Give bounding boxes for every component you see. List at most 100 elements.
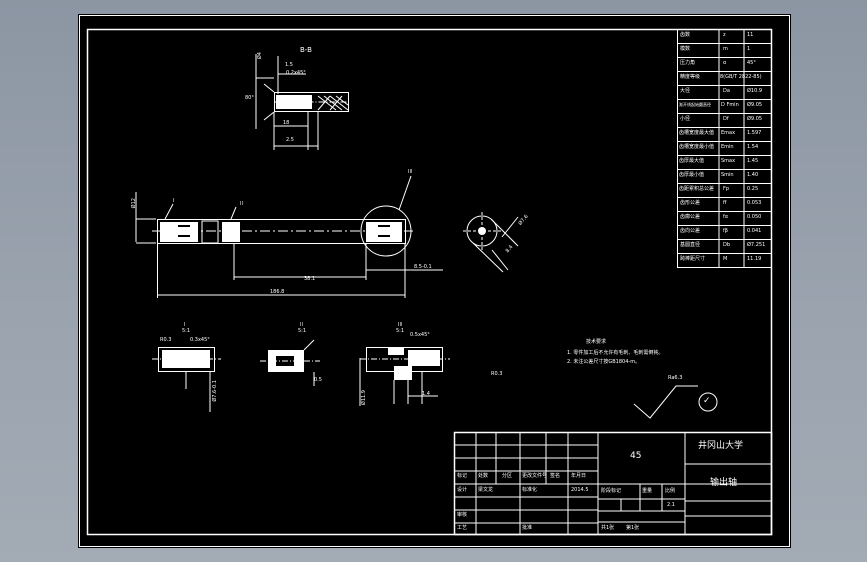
dim-bb-side: 80° [245, 95, 254, 101]
dim-detail-i-chamfer: 0.3x45° [190, 337, 210, 343]
spec-cell: 0.050 [747, 214, 762, 220]
spec-cell: 0.053 [747, 200, 762, 206]
dim-detail-iii-chamfer: 0.5x45° [410, 332, 430, 338]
tb-hdr-sign: 标记 [457, 473, 468, 479]
spec-cell: 齿向公差 [680, 228, 701, 234]
tb-weight: 重量 [642, 488, 653, 494]
spec-cell: Da [723, 88, 730, 94]
spec-cell: 精度等级 [680, 74, 701, 80]
spec-cell: Emax [721, 130, 736, 136]
tb-scale: 比例 [665, 488, 676, 494]
tb-review: 审核 [457, 512, 468, 518]
spec-cell: 1 [747, 46, 751, 52]
spec-cell: 0.041 [747, 228, 762, 234]
tb-hdr-date: 年月日 [571, 473, 587, 479]
spec-cell: M [723, 256, 728, 262]
spec-cell: 基圆直径 [680, 242, 701, 248]
spec-cell: Smax [721, 158, 736, 164]
tb-hdr-doc: 更改文件号 [522, 473, 548, 479]
spec-cell: 1.597 [747, 130, 762, 136]
spec-cell: 压力角 [680, 60, 696, 66]
spec-cell: Smin [721, 172, 734, 178]
detail-iii-label: III [398, 322, 403, 328]
spec-cell: Df [723, 116, 729, 122]
detail-i-scale: 5:1 [182, 328, 191, 334]
spec-cell: 齿距累积总公差 [679, 186, 715, 192]
tb-standard: 标准化 [522, 487, 538, 493]
spec-cell: 齿厚最大值 [679, 158, 705, 164]
notes-line-2: 2. 未注公差尺寸按GB1804-m。 [567, 359, 641, 365]
tb-design-sig: 梁文龙 [478, 487, 494, 493]
notes-title: 技术要求 [586, 339, 607, 345]
spec-cell: 11 [747, 32, 754, 38]
spec-cell: Ø7.251 [747, 242, 766, 248]
dim-bb-total: 2.5 [286, 137, 294, 143]
detail-ii-scale: 5:1 [298, 328, 307, 334]
spec-cell: 齿数 [680, 32, 691, 38]
tb-stage: 阶段标记 [601, 488, 622, 494]
spec-cell: ff [723, 200, 727, 206]
dim-bb-angle: 0.2x45° [286, 70, 306, 76]
dim-detail-iii-len: 1.4 [422, 391, 430, 397]
spec-cell: Fp [723, 186, 730, 192]
tb-total-sheets: 共1张 [601, 525, 615, 531]
dim-shaft-right: 8.5-0.1 [414, 264, 432, 270]
spec-cell: 模数 [680, 46, 691, 52]
spec-cell: 8(GB/T 2822-85) [720, 74, 762, 80]
tb-hdr-signname: 签名 [550, 473, 561, 479]
tb-hdr-zone: 分区 [502, 473, 513, 479]
spec-cell: 齿槽宽度最大值 [679, 130, 715, 136]
spec-cell: 0.25 [747, 186, 759, 192]
spec-cell: Db [723, 242, 731, 248]
material: 45 [630, 451, 642, 461]
spec-cell: 1.45 [747, 158, 759, 164]
spec-cell: 齿厚最小值 [679, 172, 705, 178]
spec-cell: 45° [747, 60, 756, 66]
dim-shaft-total: 186.8 [270, 289, 285, 295]
spec-cell: 渐开线起始圆直径 [679, 102, 711, 107]
tb-design: 设计 [457, 487, 468, 493]
spec-cell: z [723, 32, 726, 38]
view-bb-label: B-B [300, 46, 312, 54]
dim-detail-ii: 0.5 [314, 377, 322, 383]
spec-cell: 齿廓公差 [680, 214, 701, 220]
dim-detail-i-dia: Ø7.6-0.1 [212, 380, 218, 402]
spec-cell: 1.54 [747, 144, 759, 150]
dim-bb-dia: Ø4 [257, 52, 263, 60]
spec-cell: m [723, 46, 728, 52]
dim-shaft-left: Ø12 [131, 198, 137, 209]
dim-bb-chamfer: 1.5 [285, 62, 293, 68]
outer-border [79, 15, 790, 547]
roughness-check: ✓ [703, 396, 711, 406]
spec-cell: Emin [721, 144, 734, 150]
spec-cell: 齿槽宽度最小值 [679, 144, 715, 150]
inner-frame [86, 28, 773, 536]
spec-cell: Ø10.9 [747, 88, 763, 94]
detail-i-label: I [184, 322, 186, 328]
tb-scale-value: 2.1 [667, 502, 675, 508]
roughness-value: Ra6.3 [668, 375, 683, 381]
spec-cell: 11.19 [747, 256, 762, 262]
tb-process: 工艺 [457, 525, 468, 531]
balloon-1: I [173, 198, 175, 204]
dim-small-radius: R0.3 [491, 371, 503, 377]
spec-cell: α [723, 60, 727, 66]
tb-approve: 批准 [522, 525, 533, 531]
spec-cell: fα [723, 214, 729, 220]
spec-cell: Ø9.05 [747, 116, 763, 122]
spec-cell: 跨棒距尺寸 [680, 256, 706, 262]
notes-line-1: 1. 零件加工后不允许有毛刺、毛刺需倒钝。 [567, 350, 664, 356]
balloon-3: III [408, 169, 413, 175]
tb-date: 2014.5 [571, 487, 589, 493]
dim-detail-i-radius: R0.3 [160, 337, 172, 343]
spec-cell: 大径 [680, 88, 691, 94]
part-name: 输出轴 [710, 478, 738, 488]
spec-cell: D Fmin [721, 102, 739, 108]
spec-cell: 1.40 [747, 172, 759, 178]
tb-hdr-count: 处数 [478, 473, 489, 479]
tb-sheet-no: 第1张 [626, 525, 640, 531]
dim-bb-length: 18 [283, 120, 290, 126]
spec-cell: 小径 [680, 116, 691, 122]
balloon-2: II [240, 201, 243, 207]
dim-shaft-mid: 38.1 [304, 276, 316, 282]
